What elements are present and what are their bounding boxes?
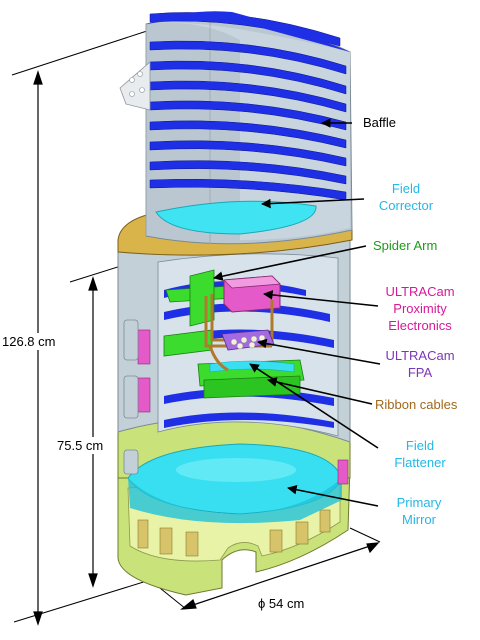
fpa-label: ULTRACam FPA xyxy=(385,347,454,381)
field-corrector-line-2: Corrector xyxy=(378,198,434,213)
ribbon-cables-label: Ribbon cables xyxy=(375,397,458,412)
spider-arm-label: Spider Arm xyxy=(373,238,438,253)
field-flattener-line-1: Field xyxy=(405,438,435,453)
primary-mirror-label: Primary Mirror xyxy=(397,494,442,528)
primary-mirror-line-2: Mirror xyxy=(402,512,436,527)
primary-mirror-line-1: Primary xyxy=(396,495,442,510)
primary-mirror xyxy=(127,443,343,524)
mounting-flange xyxy=(119,61,151,111)
lower-height-label: 75.5 cm xyxy=(57,437,104,454)
field-corrector-label: Field Corrector xyxy=(379,180,433,214)
field-corrector xyxy=(155,200,317,235)
field-flattener-label: Field Flattener xyxy=(394,437,445,471)
proximity-electronics-line-3: Electronics xyxy=(388,318,452,333)
field-corrector-line-1: Field xyxy=(391,181,421,196)
total-height-label: 126.8 cm xyxy=(2,333,56,350)
proximity-electronics-line-2: Proximity xyxy=(393,301,447,316)
fpa-line-1: ULTRACam xyxy=(385,348,455,363)
proximity-electronics-line-1: ULTRACam xyxy=(385,284,455,299)
dimension-lines xyxy=(11,29,381,626)
upper-baffle-tube xyxy=(119,11,353,245)
proximity-electronics-label: ULTRACam Proximity Electronics xyxy=(385,283,454,334)
fpa-line-2: FPA xyxy=(407,365,433,380)
proximity-electronics xyxy=(223,275,281,313)
leader-lines xyxy=(213,118,381,507)
diameter-label: ϕ 54 cm xyxy=(258,596,305,611)
baffle-label: Baffle xyxy=(363,115,397,130)
field-flattener-line-2: Flattener xyxy=(394,455,446,470)
